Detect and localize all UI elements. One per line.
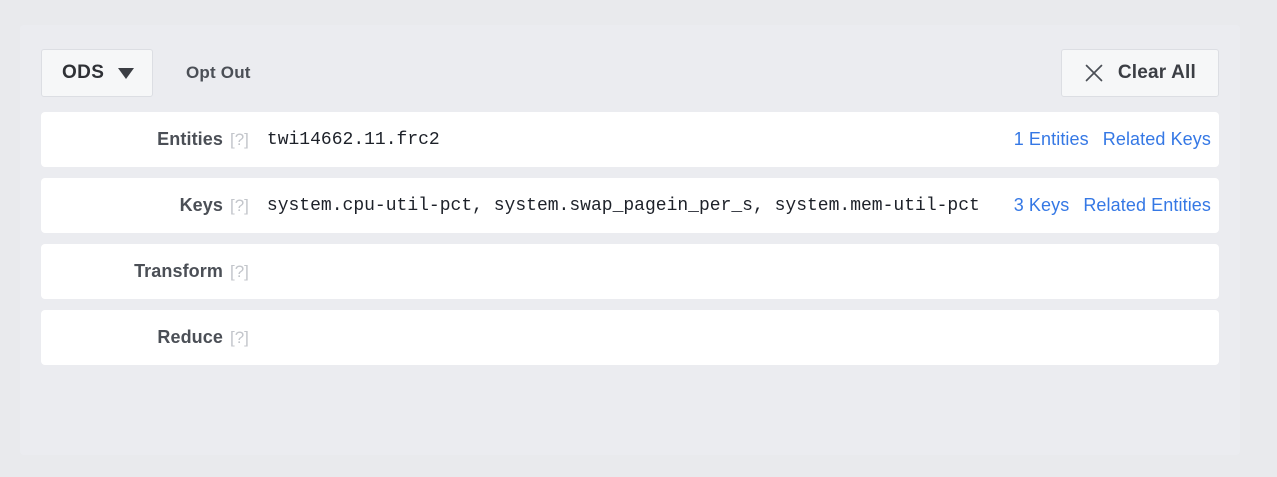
query-rows: Entities [?] twi14662.11.frc2 1 Entities… (41, 112, 1219, 376)
data-source-dropdown[interactable]: ODS (41, 49, 154, 97)
row-actions: 1 Entities Related Keys (1014, 129, 1219, 150)
opt-out-button[interactable]: Opt Out (186, 49, 251, 97)
entities-count-link[interactable]: 1 Entities (1013, 129, 1089, 149)
help-icon[interactable]: [?] (230, 327, 249, 347)
clear-all-button[interactable]: Clear All (1060, 49, 1219, 97)
help-icon[interactable]: [?] (230, 129, 249, 149)
close-icon (1085, 64, 1103, 82)
row-value[interactable]: twi14662.11.frc2 (266, 129, 440, 150)
row-label: Reduce (157, 327, 223, 347)
row-value[interactable]: system.cpu-util-pct, system.swap_pagein_… (266, 195, 980, 216)
row-reduce: Reduce [?] (41, 310, 1219, 365)
chevron-down-icon (118, 67, 135, 79)
data-source-label: ODS (62, 62, 105, 83)
help-icon[interactable]: [?] (230, 195, 249, 215)
help-icon[interactable]: [?] (230, 261, 249, 281)
row-transform: Transform [?] (41, 244, 1219, 299)
row-label: Transform (134, 261, 223, 281)
row-actions: 3 Keys Related Entities (1014, 195, 1219, 216)
row-entities: Entities [?] twi14662.11.frc2 1 Entities… (41, 112, 1219, 167)
related-entities-link[interactable]: Related Entities (1083, 195, 1211, 215)
opt-out-label: Opt Out (186, 63, 251, 82)
related-keys-link[interactable]: Related Keys (1102, 129, 1211, 149)
toolbar: ODS Opt Out Clear All (41, 49, 1219, 97)
keys-count-link[interactable]: 3 Keys (1013, 195, 1070, 215)
row-keys: Keys [?] system.cpu-util-pct, system.swa… (41, 178, 1219, 233)
clear-all-label: Clear All (1117, 62, 1196, 83)
row-label: Keys (179, 195, 223, 215)
query-builder-panel: ODS Opt Out Clear All Entities [?] twi14… (20, 25, 1240, 455)
row-label: Entities (157, 129, 223, 149)
